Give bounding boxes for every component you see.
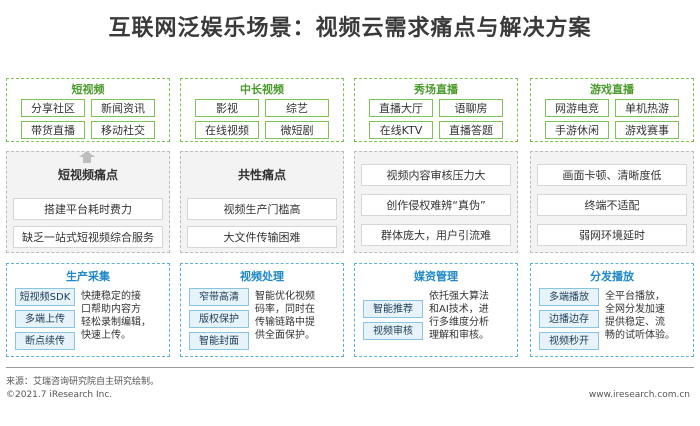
pain-panel-common: 共性痛点 视频生产门槛高 大文件传输困难 [180, 151, 344, 253]
solution-panel-production: 生产采集 短视频SDK 多端上传 断点续传 快捷稳定的接口帮助内容方轻松录制编辑… [6, 263, 170, 357]
category-title: 中长视频 [240, 83, 284, 96]
scenario-tag: 影视 [195, 99, 259, 117]
solution-button[interactable]: 视频秒开 [539, 332, 599, 350]
pain-item: 搭建平台耗时费力 [13, 198, 163, 220]
solution-title: 视频处理 [240, 270, 284, 283]
pain-item: 群体庞大，用户引流难 [361, 224, 511, 246]
solution-description: 快捷稳定的接口帮助内容方轻松录制编辑，快速上传。 [81, 291, 151, 341]
solution-description: 全平台播放，全网分发加速提供稳定、流畅的试听体验。 [605, 291, 675, 341]
category-long-video: 中长视频 影视 综艺 在线视频 微短剧 [180, 78, 344, 142]
solution-title: 分发播放 [590, 270, 634, 283]
category-title: 秀场直播 [414, 83, 458, 96]
category-title: 短视频 [71, 83, 105, 96]
solution-panel-media: 媒资管理 智能推荐 视频审核 依托强大算法和AI技术，进行多维度分析理解和审核。 [354, 263, 518, 357]
pain-item: 终端不适配 [537, 194, 687, 216]
pain-heading: 共性痛点 [237, 168, 286, 182]
solution-title: 媒资管理 [414, 270, 458, 283]
solution-panel-processing: 视频处理 窄带高清 版权保护 智能封面 智能优化视频码率，同时在传输链路中提供全… [180, 263, 344, 357]
scenario-tag: 游戏赛事 [615, 121, 679, 139]
source-note: 来源：艾瑞咨询研究院自主研究绘制。 [6, 377, 160, 387]
scenario-tag: 带货直播 [21, 121, 85, 139]
pain-item: 画面卡顿、清晰度低 [537, 164, 687, 186]
scenario-tag: 分享社区 [21, 99, 85, 117]
category-short-video: 短视频 分享社区 新闻资讯 带货直播 移动社交 [6, 78, 170, 142]
pain-item: 视频内容审核压力大 [361, 164, 511, 186]
solution-button[interactable]: 短视频SDK [15, 288, 75, 306]
scenario-tag: 新闻资讯 [91, 99, 155, 117]
solution-button[interactable]: 多端上传 [15, 310, 75, 328]
solution-button[interactable]: 视频审核 [363, 322, 423, 340]
website-link[interactable]: www.iresearch.com.cn [588, 390, 690, 400]
scenario-tag: 语聊房 [439, 99, 503, 117]
solution-button[interactable]: 版权保护 [189, 310, 249, 328]
solution-description: 智能优化视频码率，同时在传输链路中提供全面保护。 [255, 291, 315, 341]
category-game-live: 游戏直播 网游电竞 单机热游 手游休闲 游戏赛事 [530, 78, 694, 142]
category-title: 游戏直播 [590, 83, 634, 96]
pain-heading: 短视频痛点 [57, 168, 118, 182]
arrow-up-icon [79, 151, 95, 163]
pain-item: 视频生产门槛高 [187, 198, 337, 220]
solution-button[interactable]: 断点续传 [15, 332, 75, 350]
scenario-tag: 单机热游 [615, 99, 679, 117]
copyright: ©2021.7 iResearch Inc. [6, 390, 113, 400]
category-show-live: 秀场直播 直播大厅 语聊房 在线KTV 直播答题 [354, 78, 518, 142]
pain-panel-game-live: 画面卡顿、清晰度低 终端不适配 弱网环境延时 [530, 151, 694, 253]
pain-item: 缺乏一站式短视频综合服务 [13, 226, 163, 248]
scenario-tag: 在线视频 [195, 121, 259, 139]
pain-item: 弱网环境延时 [537, 224, 687, 246]
scenario-tag: 综艺 [265, 99, 329, 117]
scenario-tag: 微短剧 [265, 121, 329, 139]
scenario-tag: 移动社交 [91, 121, 155, 139]
scenario-tag: 直播大厅 [369, 99, 433, 117]
page-title: 互联网泛娱乐场景：视频云需求痛点与解决方案 [108, 16, 592, 41]
pain-item: 大文件传输困难 [187, 226, 337, 248]
footer-divider [6, 367, 694, 368]
solution-button[interactable]: 窄带高清 [189, 288, 249, 306]
solution-description: 依托强大算法和AI技术，进行多维度分析理解和审核。 [429, 291, 489, 341]
pain-item: 创作侵权难辨“真伪” [361, 194, 511, 216]
scenario-tag: 在线KTV [369, 121, 433, 139]
solution-button[interactable]: 智能封面 [189, 332, 249, 350]
solution-button[interactable]: 智能推荐 [363, 300, 423, 318]
solution-button[interactable]: 多端播放 [539, 288, 599, 306]
scenario-tag: 手游休闲 [545, 121, 609, 139]
solution-panel-distribution: 分发播放 多端播放 边播边存 视频秒开 全平台播放，全网分发加速提供稳定、流畅的… [530, 263, 694, 357]
pain-panel-short-video: 短视频痛点 搭建平台耗时费力 缺乏一站式短视频综合服务 [6, 151, 170, 253]
solution-title: 生产采集 [66, 270, 110, 283]
scenario-tag: 直播答题 [439, 121, 503, 139]
pain-panel-show-live: 视频内容审核压力大 创作侵权难辨“真伪” 群体庞大，用户引流难 [354, 151, 518, 253]
scenario-tag: 网游电竞 [545, 99, 609, 117]
solution-button[interactable]: 边播边存 [539, 310, 599, 328]
